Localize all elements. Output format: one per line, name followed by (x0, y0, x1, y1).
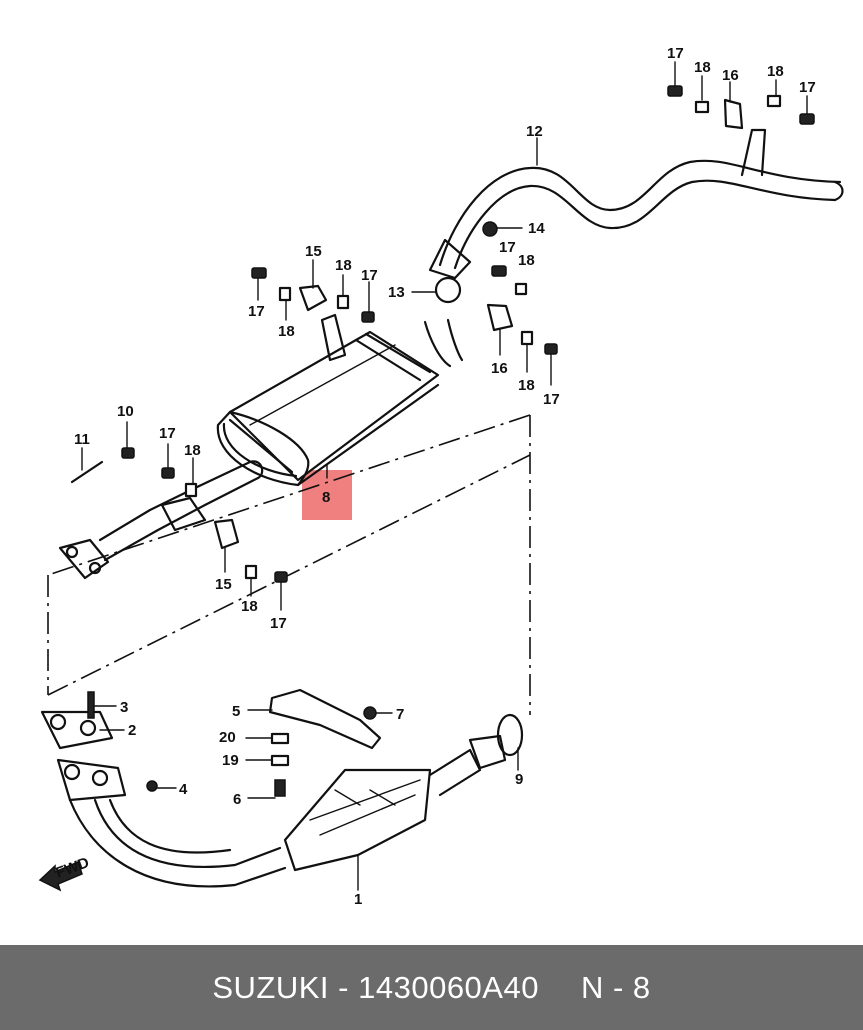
callout-8: 8 (322, 489, 330, 506)
callout-18: 18 (335, 257, 352, 274)
callout-16: 16 (722, 67, 739, 84)
brand-name: SUZUKI (212, 969, 330, 1005)
callout-20: 20 (219, 729, 236, 746)
diagram-position: N - 8 (580, 969, 651, 1005)
part-number: 1430060A40 (358, 969, 539, 1005)
callout-18: 18 (767, 63, 784, 80)
callout-18: 18 (518, 377, 535, 394)
callout-17: 17 (667, 45, 684, 62)
separator: - (338, 969, 349, 1005)
callout-4: 4 (179, 781, 188, 798)
callout-3: 3 (120, 699, 128, 716)
intermediate-pipe (58, 460, 264, 580)
callout-18: 18 (278, 323, 295, 340)
callout-16: 16 (491, 360, 508, 377)
callout-15: 15 (215, 576, 232, 593)
callout-14: 14 (528, 220, 545, 237)
callout-19: 19 (222, 752, 239, 769)
callout-9: 9 (515, 771, 523, 788)
callout-17: 17 (248, 303, 265, 320)
callout-15: 15 (305, 243, 322, 260)
callout-5: 5 (232, 703, 240, 720)
callout-17: 17 (159, 425, 176, 442)
callout-10: 10 (117, 403, 134, 420)
leader-lines (81, 61, 808, 891)
muffler (216, 313, 440, 487)
callout-labels: 17 18 16 18 17 12 14 15 18 17 17 18 17 1… (74, 45, 816, 908)
callout-18: 18 (518, 252, 535, 269)
fwd-arrow-icon: FWD (38, 854, 92, 892)
callout-13: 13 (388, 284, 405, 301)
callout-17: 17 (361, 267, 378, 284)
hangers-and-bolts (70, 85, 815, 583)
callout-17: 17 (543, 391, 560, 408)
callout-11: 11 (74, 431, 90, 448)
callout-18: 18 (241, 598, 258, 615)
callout-17: 17 (499, 239, 516, 256)
exploded-view: FWD 17 (38, 45, 844, 908)
callout-12: 12 (526, 123, 543, 140)
callout-1: 1 (354, 891, 362, 908)
callout-18: 18 (184, 442, 201, 459)
exhaust-system-diagram: FWD 17 (38, 45, 844, 908)
callout-2: 2 (128, 722, 136, 739)
callout-17: 17 (799, 79, 816, 96)
alignment-lines (47, 414, 531, 715)
callout-18: 18 (694, 59, 711, 76)
front-pipe-and-converter (40, 688, 524, 888)
callout-17: 17 (270, 615, 287, 632)
callout-6: 6 (233, 791, 241, 808)
part-footer: SUZUKI - 1430060A40 N - 8 (0, 945, 863, 1030)
callout-7: 7 (396, 706, 404, 723)
tail-pipe (423, 128, 844, 368)
